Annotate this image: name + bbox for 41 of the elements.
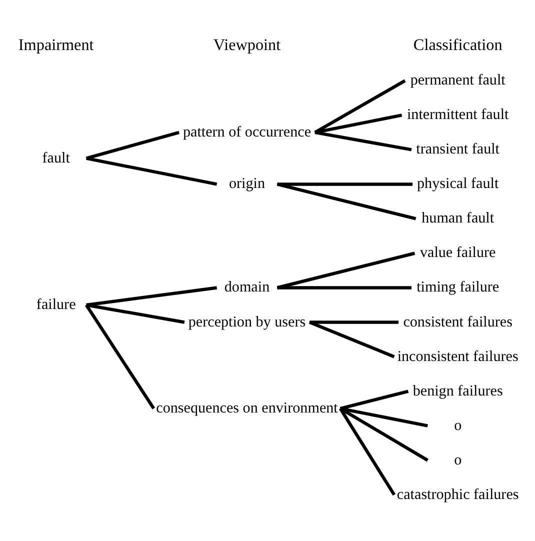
connector [86, 130, 180, 160]
node-text: o [454, 418, 462, 434]
node-text: human fault [422, 210, 494, 227]
connector [276, 252, 416, 290]
node-text: pattern of occurrence [182, 124, 312, 140]
connector [86, 286, 218, 307]
node-text: consistent failures [403, 314, 512, 330]
connector [314, 130, 412, 152]
label: Classification [413, 36, 502, 54]
connector [314, 79, 406, 134]
node-text: o [454, 452, 462, 468]
label: Impairment [18, 36, 94, 54]
connector [308, 320, 395, 358]
connector [86, 303, 185, 324]
node-text: fault [42, 150, 70, 166]
connector [276, 182, 416, 220]
node-text: domain [224, 280, 270, 296]
connector [339, 407, 428, 462]
node-text: perception by users [188, 314, 306, 330]
node-text: origin [228, 176, 266, 192]
connector [86, 156, 218, 186]
node-text: intermittent fault [406, 107, 509, 124]
node-text: benign failures [412, 383, 503, 400]
connector [84, 304, 156, 410]
connector [277, 286, 412, 290]
node-text: value failure [420, 245, 496, 262]
node-text: permanent fault [410, 72, 506, 89]
connector [277, 182, 413, 186]
node-text: transient fault [416, 142, 500, 158]
connector [340, 406, 428, 428]
node-text: physical fault [417, 176, 499, 192]
node-text: inconsistent failures [397, 348, 518, 365]
node-text: failure [36, 297, 76, 313]
node-text: consequences on environment [156, 400, 338, 417]
node-text: catastrophic failures [396, 486, 519, 503]
connector [338, 408, 396, 496]
node-text: timing failure [416, 280, 500, 296]
connector [340, 390, 409, 410]
label: Viewpoint [213, 36, 281, 54]
connector [314, 114, 402, 134]
connector [310, 320, 399, 324]
